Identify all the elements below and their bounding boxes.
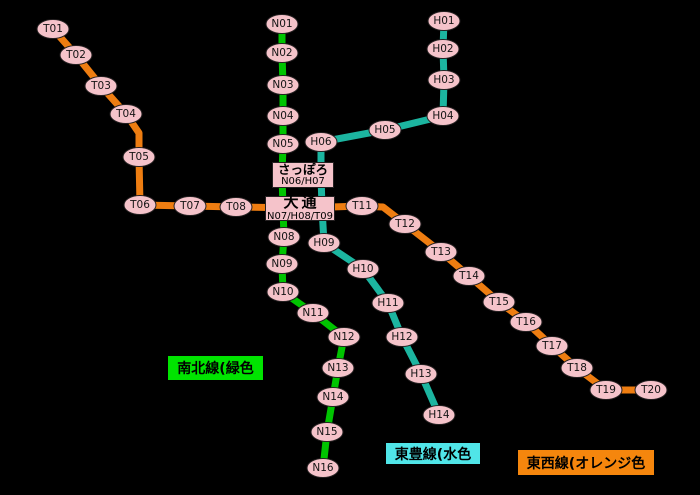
interchange-codes: N06/H07 xyxy=(281,176,325,188)
station-t05: T05 xyxy=(122,147,156,167)
subway-line-namboku xyxy=(278,24,348,469)
station-n15: N15 xyxy=(310,422,344,442)
station-h05: H05 xyxy=(368,120,402,140)
station-t13: T13 xyxy=(424,242,458,262)
station-n16: N16 xyxy=(306,458,340,478)
station-h04: H04 xyxy=(426,106,460,126)
station-t03: T03 xyxy=(84,76,118,96)
station-t15: T15 xyxy=(482,292,516,312)
station-n04: N04 xyxy=(266,106,300,126)
station-h06: H06 xyxy=(304,132,338,152)
station-h10: H10 xyxy=(346,259,380,279)
station-t07: T07 xyxy=(173,196,207,216)
station-t01: T01 xyxy=(36,19,70,39)
station-t19: T19 xyxy=(589,380,623,400)
station-n13: N13 xyxy=(321,358,355,378)
station-t08: T08 xyxy=(219,197,253,217)
station-n08: N08 xyxy=(267,227,301,247)
station-t11: T11 xyxy=(345,196,379,216)
station-h09: H09 xyxy=(307,233,341,253)
interchange-name: さっぽろ xyxy=(277,161,328,177)
station-n02: N02 xyxy=(265,43,299,63)
station-t06: T06 xyxy=(123,195,157,215)
station-t16: T16 xyxy=(509,312,543,332)
station-n09: N09 xyxy=(265,254,299,274)
station-t12: T12 xyxy=(388,214,422,234)
station-t04: T04 xyxy=(109,104,143,124)
station-t20: T20 xyxy=(634,380,668,400)
interchange-codes: N07/H08/T09 xyxy=(266,210,334,222)
legend-tozai: 東西線(オレンジ色 xyxy=(518,450,654,475)
legend-toho: 東豊線(水色 xyxy=(386,443,480,464)
station-h11: H11 xyxy=(371,293,405,313)
station-n10: N10 xyxy=(266,282,300,302)
station-h12: H12 xyxy=(385,327,419,347)
station-h02: H02 xyxy=(426,39,460,59)
station-h13: H13 xyxy=(404,364,438,384)
station-n05: N05 xyxy=(266,134,300,154)
station-t17: T17 xyxy=(535,336,569,356)
station-n03: N03 xyxy=(266,75,300,95)
station-t02: T02 xyxy=(59,45,93,65)
interchange-name: 大通 xyxy=(283,193,320,212)
station-h01: H01 xyxy=(427,11,461,31)
station-n12: N12 xyxy=(327,327,361,347)
station-n14: N14 xyxy=(316,387,350,407)
legend-namboku: 南北線(緑色 xyxy=(168,356,263,380)
station-t14: T14 xyxy=(452,266,486,286)
station-h14: H14 xyxy=(422,405,456,425)
station-n11: N11 xyxy=(296,303,330,323)
station-t18: T18 xyxy=(560,358,594,378)
station-n01: N01 xyxy=(265,14,299,34)
station-h03: H03 xyxy=(427,70,461,90)
